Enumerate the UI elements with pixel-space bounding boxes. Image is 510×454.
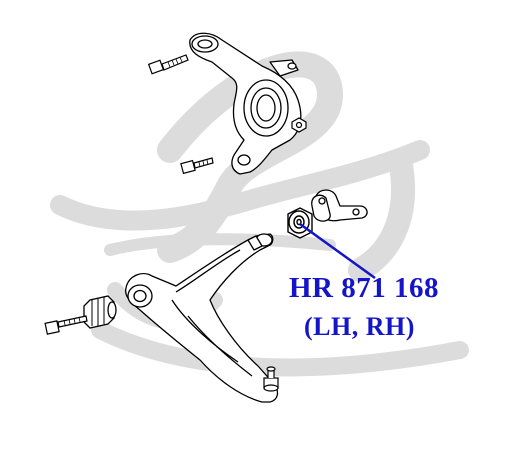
bushing-icon <box>287 207 313 239</box>
part-number-label: HR 871 168 <box>289 272 439 304</box>
rear-bushing-icon <box>83 295 117 329</box>
ball-joint-icon <box>263 366 279 392</box>
callout-leader-line <box>299 222 376 280</box>
side-label: (LH, RH) <box>304 312 415 341</box>
bolt-icon <box>44 315 88 335</box>
nut-icon <box>291 117 307 133</box>
steering-knuckle-icon <box>189 32 302 175</box>
bolt-icon <box>180 157 214 175</box>
lower-control-arm-icon <box>124 233 279 403</box>
stabilizer-bracket-icon <box>311 189 368 222</box>
bolt-icon <box>147 54 189 75</box>
